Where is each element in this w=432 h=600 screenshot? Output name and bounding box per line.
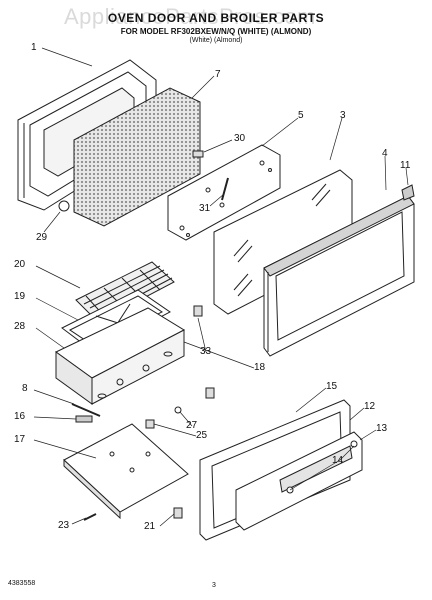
callout-33: 33: [200, 346, 212, 357]
callout-11: 11: [400, 160, 411, 171]
callout-20: 20: [14, 259, 26, 270]
callout-23: 23: [58, 520, 70, 531]
clip-33: [193, 305, 203, 317]
callout-7: 7: [215, 69, 221, 80]
callout-12: 12: [364, 401, 376, 412]
screw-27: [174, 406, 182, 414]
callout-4: 4: [382, 148, 388, 159]
hinge-11: [401, 184, 415, 201]
callout-30: 30: [234, 133, 246, 144]
callout-18: 18: [254, 362, 266, 373]
callout-8: 8: [22, 383, 28, 394]
callout-3: 3: [340, 110, 346, 121]
callout-25: 25: [196, 430, 208, 441]
door-liner: [263, 195, 415, 357]
callout-5: 5: [298, 110, 304, 121]
drawer-handle-panel: [235, 431, 363, 531]
button-29: [58, 200, 70, 212]
callout-13: 13: [376, 423, 388, 434]
callout-28: 28: [14, 321, 26, 332]
screw-23: [83, 513, 97, 521]
model-subtitle: FOR MODEL RF302BXEW/N/Q (WHITE) (ALMOND): [120, 27, 312, 36]
clip-25: [145, 419, 155, 429]
drawer-bottom: [63, 423, 189, 520]
page-number: 3: [212, 582, 216, 589]
bracket-27: [205, 387, 215, 399]
door-insulation: [73, 87, 201, 227]
callout-19: 19: [14, 291, 26, 302]
color-variants: (White) (Almond): [189, 37, 243, 44]
callout-17: 17: [14, 434, 26, 445]
callout-27: 27: [186, 420, 198, 431]
page-title: OVEN DOOR AND BROILER PARTS: [107, 11, 325, 25]
callout-15: 15: [326, 381, 338, 392]
callout-21: 21: [144, 521, 156, 532]
callout-31: 31: [199, 203, 211, 214]
broiler-drawer: [55, 307, 186, 405]
callout-14: 14: [332, 455, 344, 466]
clip-21: [173, 507, 183, 519]
part-code: 4383558: [8, 580, 36, 587]
part-16: [75, 415, 93, 423]
callout-16: 16: [14, 411, 26, 422]
pin-8: [71, 403, 101, 417]
clip-30: [192, 150, 204, 158]
callout-1: 1: [31, 42, 37, 53]
callout-29: 29: [36, 232, 48, 243]
